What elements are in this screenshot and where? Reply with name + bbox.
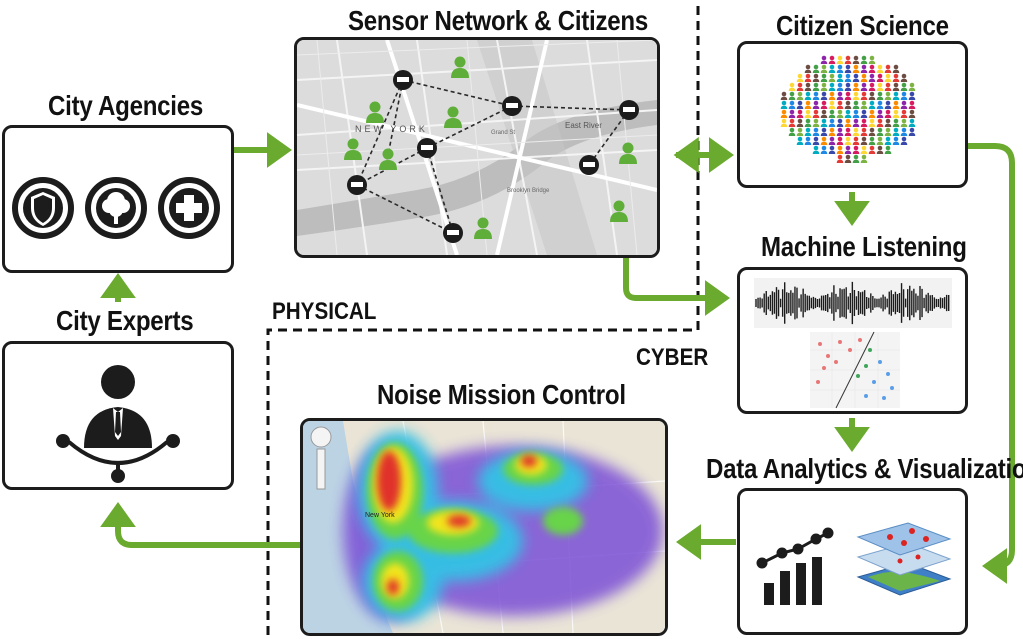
zoom-control-icon: [310, 426, 332, 490]
map-label-east-river: East River: [565, 121, 602, 130]
data-analytics-title: Data Analytics & Visualization: [706, 453, 1023, 484]
city-experts-title: City Experts: [56, 305, 194, 336]
shield-icon: [12, 177, 74, 239]
map-layers-icon: [856, 522, 952, 596]
audio-classifier-illustration: [754, 278, 952, 409]
sensor-nodes: [347, 70, 639, 243]
citizen-science-box: [737, 41, 968, 188]
noise-heatmap-box: New York: [300, 418, 668, 636]
bar-chart-icon: [764, 557, 822, 605]
tree-icon: [85, 177, 147, 239]
cyber-zone-label: CYBER: [636, 344, 709, 371]
physical-zone-label: PHYSICAL: [272, 298, 377, 325]
city-agencies-box: [2, 125, 234, 273]
sensor-network-map: NEW YORK East River Grand St Brooklyn Br…: [294, 37, 660, 258]
analytics-icons: [756, 522, 952, 605]
noise-heatmap: New York: [303, 421, 665, 633]
heatmap-label-new-york: New York: [365, 512, 395, 519]
sensor-network-title: Sensor Network & Citizens: [348, 5, 648, 36]
city-map: NEW YORK East River Grand St Brooklyn Br…: [297, 40, 657, 255]
plus-icon: [158, 177, 220, 239]
arrow-citizen-to-analytics: [968, 143, 1015, 584]
machine-listening-box: [737, 267, 968, 414]
map-label-grand-st: Grand St: [491, 130, 515, 136]
machine-listening-title: Machine Listening: [761, 231, 967, 262]
agency-icons: [12, 177, 220, 239]
expert-network-icon: [56, 365, 180, 483]
noise-mission-control-title: Noise Mission Control: [377, 379, 626, 410]
city-agencies-title: City Agencies: [48, 90, 204, 121]
map-label-brooklyn-bridge: Brooklyn Bridge: [507, 188, 550, 194]
city-experts-box: [2, 341, 234, 490]
trend-line-icon: [756, 527, 834, 569]
citizen-science-title: Citizen Science: [776, 10, 949, 41]
arrow-sensors-to-listening: [623, 258, 730, 316]
map-label-new-york: NEW YORK: [355, 124, 428, 134]
arrow-mission-to-experts: [100, 502, 300, 548]
people-speech-bubble: [780, 55, 916, 163]
citizen-markers: [344, 56, 637, 239]
data-analytics-box: [737, 488, 968, 635]
